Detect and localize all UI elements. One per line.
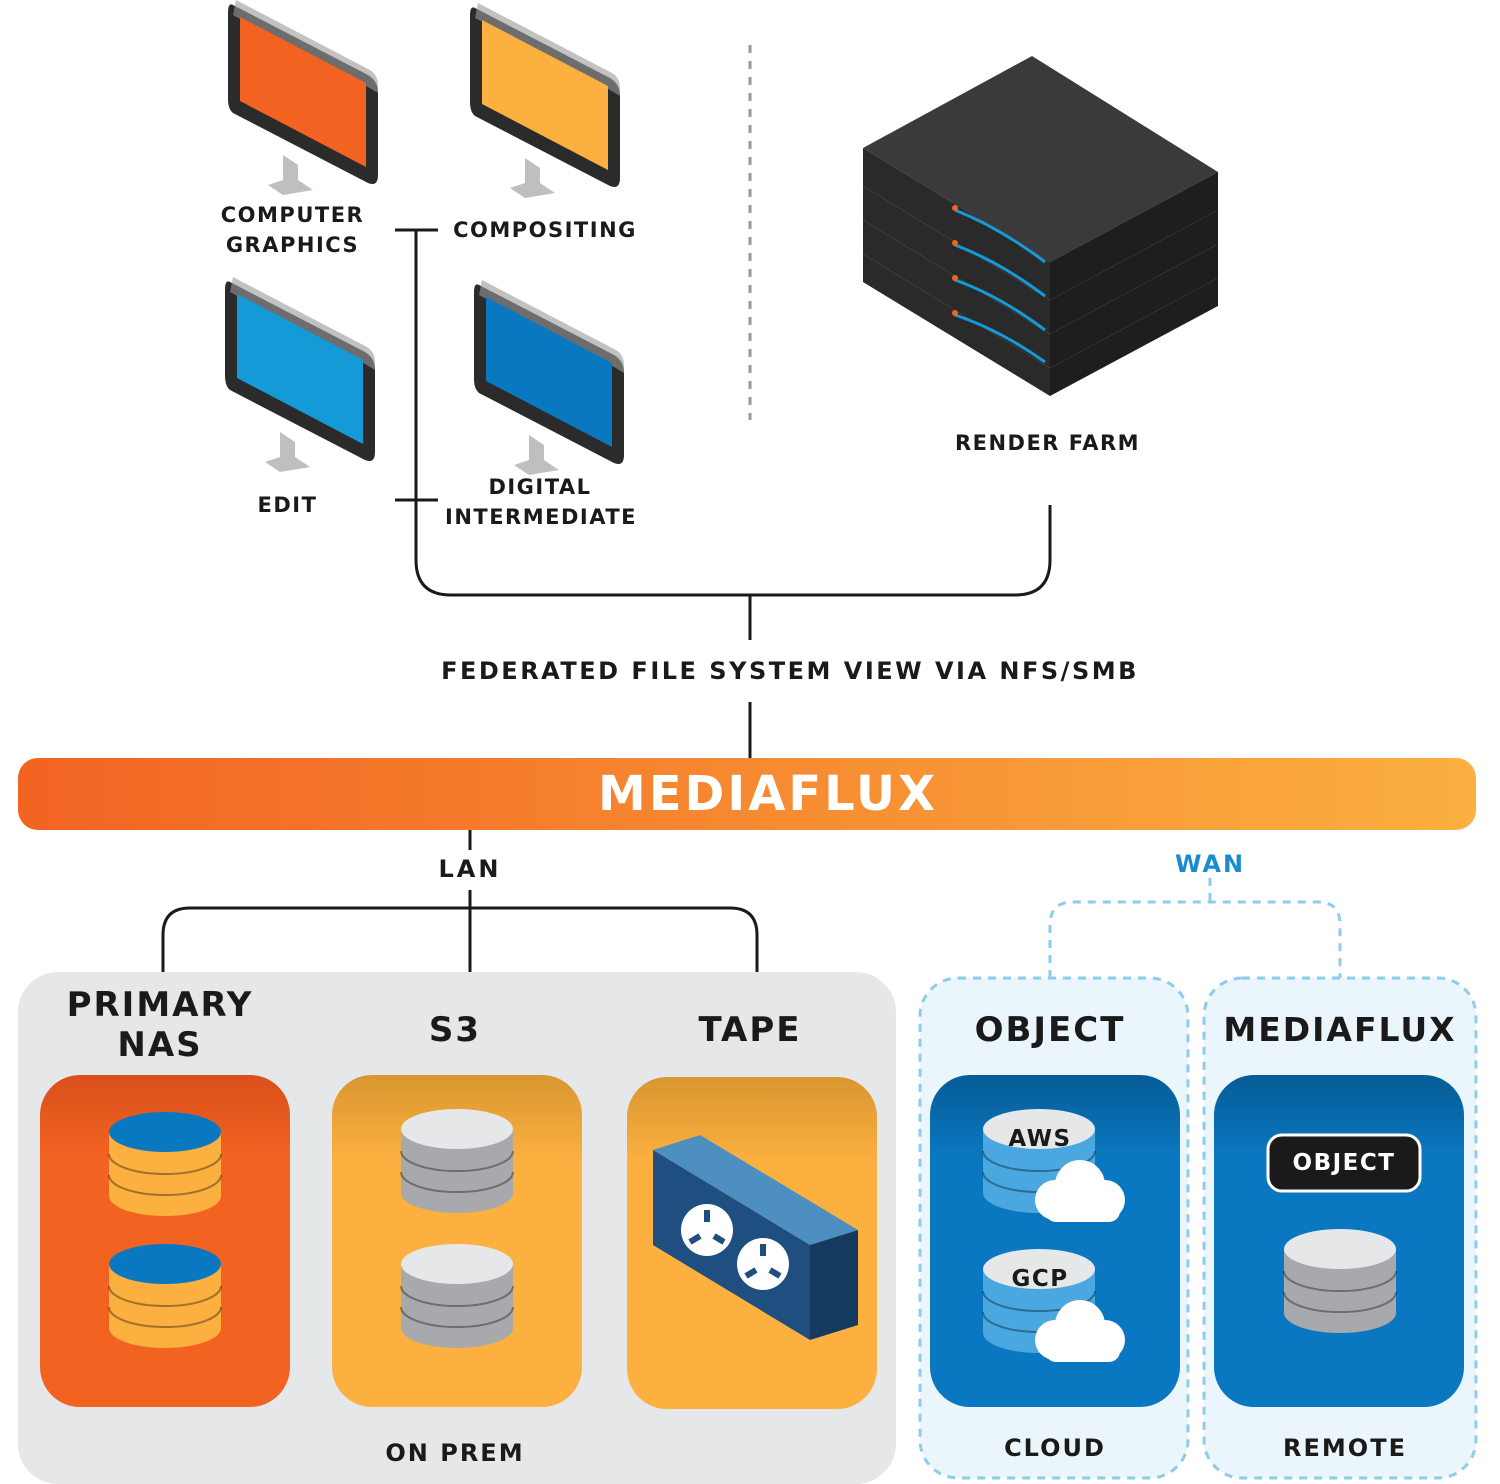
label-gcp: GCP (1011, 1266, 1069, 1292)
monitor-digital-intermediate-icon (474, 280, 624, 475)
object-badge (1266, 1133, 1422, 1193)
monitor-computer-graphics-icon (228, 0, 378, 195)
label-remote: REMOTE (1283, 1434, 1407, 1462)
primary-nas-box (40, 1075, 290, 1407)
lan-connectors (161, 830, 759, 972)
label-s3: S3 (428, 1010, 482, 1050)
s3-disk-icon (400, 1108, 514, 1214)
label-aws: AWS (1008, 1126, 1072, 1152)
monitor-edit-icon (225, 277, 375, 472)
label-primary-nas: PRIMARY NAS (66, 985, 254, 1065)
mediaflux-title: MEDIAFLUX (597, 766, 939, 822)
label-digital-intermediate: DIGITAL INTERMEDIATE (445, 475, 638, 529)
label-edit: EDIT (257, 493, 318, 517)
workstation-connectors (395, 228, 1052, 758)
label-object: OBJECT (974, 1010, 1126, 1050)
label-computer-graphics: COMPUTER GRAPHICS (220, 203, 365, 257)
label-cloud: CLOUD (1004, 1434, 1106, 1462)
label-lan: LAN (438, 855, 502, 883)
nas-disk-icon (108, 1243, 222, 1349)
s3-disk-icon (400, 1243, 514, 1349)
mediaflux-bar (18, 758, 1476, 830)
label-federated-view: FEDERATED FILE SYSTEM VIEW VIA NFS/SMB (441, 657, 1139, 685)
label-on-prem: ON PREM (385, 1439, 525, 1467)
label-object-badge: OBJECT (1292, 1150, 1396, 1176)
label-mediaflux-remote: MEDIAFLUX (1223, 1010, 1457, 1049)
monitor-compositing-icon (470, 3, 620, 198)
nas-disk-icon (108, 1111, 222, 1217)
label-render-farm: RENDER FARM (954, 431, 1141, 455)
s3-box (332, 1075, 582, 1407)
label-tape: TAPE (698, 1010, 802, 1050)
render-farm-server-icon (863, 56, 1218, 396)
wan-connectors (1048, 878, 1342, 978)
remote-disk-icon (1283, 1228, 1397, 1334)
label-wan: WAN (1174, 850, 1246, 878)
tape-drive-icon (653, 1135, 858, 1340)
label-compositing: COMPOSITING (453, 218, 637, 242)
